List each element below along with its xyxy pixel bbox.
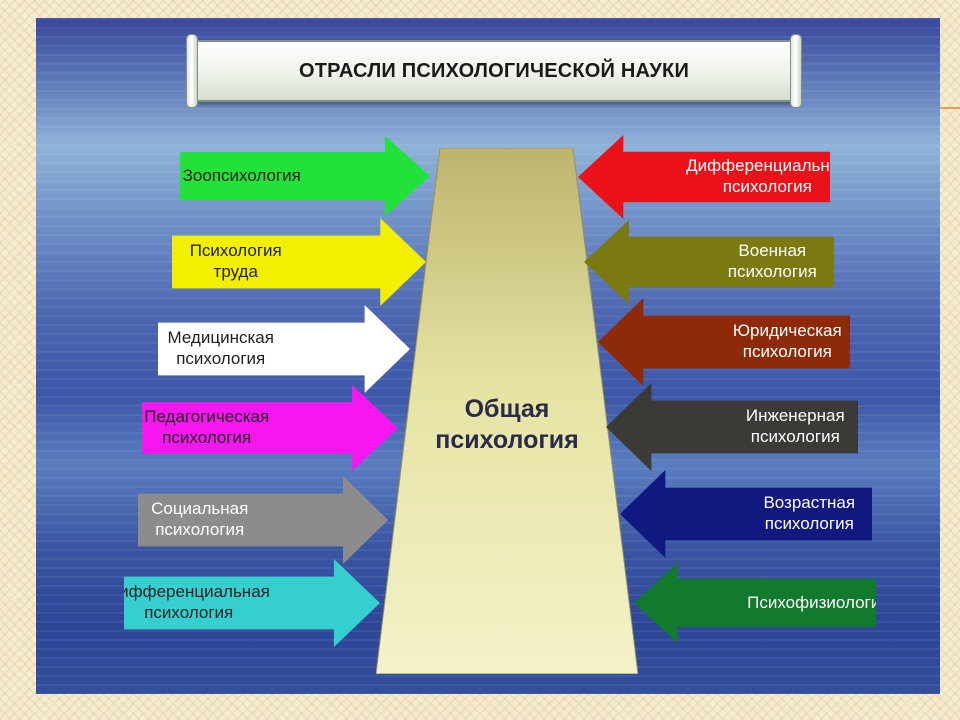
branch-label: Военная психология	[727, 241, 817, 281]
branch-label: Социальная психология	[151, 499, 249, 539]
branch-label: Инженерная психология	[745, 406, 845, 446]
branch-label: Дифференциальная психология	[686, 156, 849, 196]
branch-arrow-engineering-psychology: Инженерная психология	[606, 383, 858, 471]
branch-label: Зоопсихология	[182, 165, 301, 185]
branch-label: Возрастная психология	[763, 493, 856, 533]
slide-panel: ОТРАСЛИ ПСИХОЛОГИЧЕСКОЙ НАУКИ Общая псих…	[36, 18, 940, 694]
branch-arrow-zoopsychology: Зоопсихология	[180, 136, 430, 216]
center-label-general-psychology: Общая психология	[435, 395, 579, 454]
branch-label: Юридическая психология	[732, 321, 842, 361]
title-scroll-banner: ОТРАСЛИ ПСИХОЛОГИЧЕСКОЙ НАУКИ	[186, 34, 802, 108]
branch-arrow-labor-psychology: Психология труда	[172, 218, 426, 306]
branch-label: Дифференциальная психология	[107, 582, 270, 622]
branch-arrow-medical-psychology: Медицинская психология	[158, 305, 410, 393]
branch-arrow-social-psychology: Социальная психология	[138, 476, 388, 564]
branch-arrow-differential-psychology-left: Дифференциальная психология	[124, 559, 380, 647]
branch-arrow-military-psychology: Военная психология	[584, 220, 834, 304]
branch-label: Педагогическая психология	[144, 407, 270, 447]
branch-label: Психология труда	[189, 241, 282, 281]
branch-arrow-age-psychology: Возрастная психология	[620, 470, 872, 558]
branch-arrow-pedagogical-psychology: Педагогическая психология	[142, 385, 398, 471]
branch-arrow-differential-psychology-right: Дифференциальная психология	[578, 135, 830, 219]
decorative-line	[938, 107, 960, 109]
branch-label: Медицинская психология	[167, 328, 274, 368]
central-pillar	[376, 148, 638, 674]
branch-label: Психофизиология	[747, 592, 890, 612]
branch-arrow-psychophysiology: Психофизиология	[634, 563, 876, 643]
slide-title: ОТРАСЛИ ПСИХОЛОГИЧЕСКОЙ НАУКИ	[298, 59, 690, 82]
branch-arrow-legal-psychology: Юридическая психология	[598, 298, 850, 386]
